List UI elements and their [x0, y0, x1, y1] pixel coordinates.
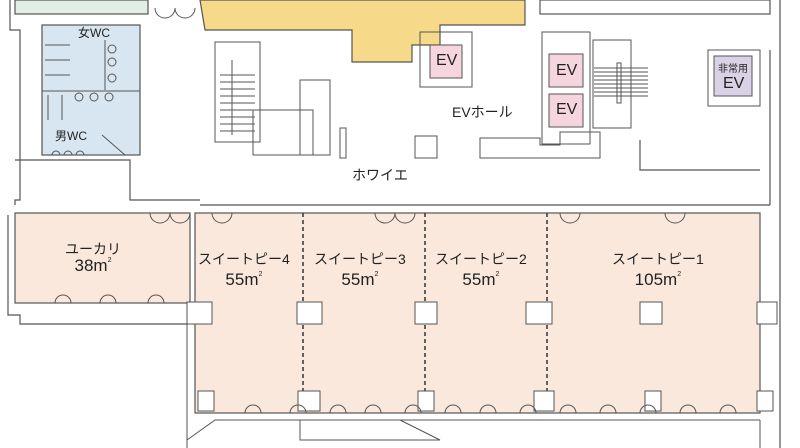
upper-hall [199, 0, 526, 63]
room-area: 55m2 [341, 270, 379, 290]
foyer-label: ホワイエ [352, 167, 408, 183]
room-name: ユーカリ [65, 241, 121, 257]
room-name: スイートピー2 [435, 251, 527, 267]
room-name: スイートピー1 [612, 251, 704, 267]
elevator-3-label: EV [556, 101, 578, 118]
room-area: 105m2 [634, 270, 682, 290]
ev-hall-label: EVホール [452, 104, 513, 120]
elevator-1-label: EV [436, 52, 458, 69]
emergency-elevator-label: EV [723, 75, 745, 92]
women-toilet-label: 女WC [78, 26, 110, 40]
room-sweetpea2-label: スイートピー2 55m2 [435, 251, 527, 290]
upper-left-area [14, 0, 149, 15]
room-sweetpea4-label: スイートピー4 55m2 [198, 251, 290, 290]
room-sweetpea1-label: スイートピー1 105m2 [612, 251, 704, 290]
emergency-elevator [713, 55, 753, 97]
room-name: スイートピー3 [314, 251, 406, 267]
elevator-1 [429, 44, 463, 79]
room-yukari [14, 212, 191, 304]
elevator-3 [548, 93, 584, 128]
room-area: 55m2 [462, 270, 500, 290]
room-sweetpea3-label: スイートピー3 55m2 [314, 251, 406, 290]
room-yukari-label: ユーカリ 38m2 [65, 241, 121, 276]
room-sweetpea-block [194, 212, 761, 414]
emergency-elevator-caption: 非常用 [718, 64, 748, 75]
elevator-2 [548, 53, 584, 88]
toilet-area [41, 24, 141, 156]
room-area: 38m2 [74, 256, 112, 276]
room-name: スイートピー4 [198, 251, 290, 267]
elevator-2-label: EV [556, 62, 578, 79]
room-area: 55m2 [225, 270, 263, 290]
men-toilet-label: 男WC [55, 129, 87, 143]
